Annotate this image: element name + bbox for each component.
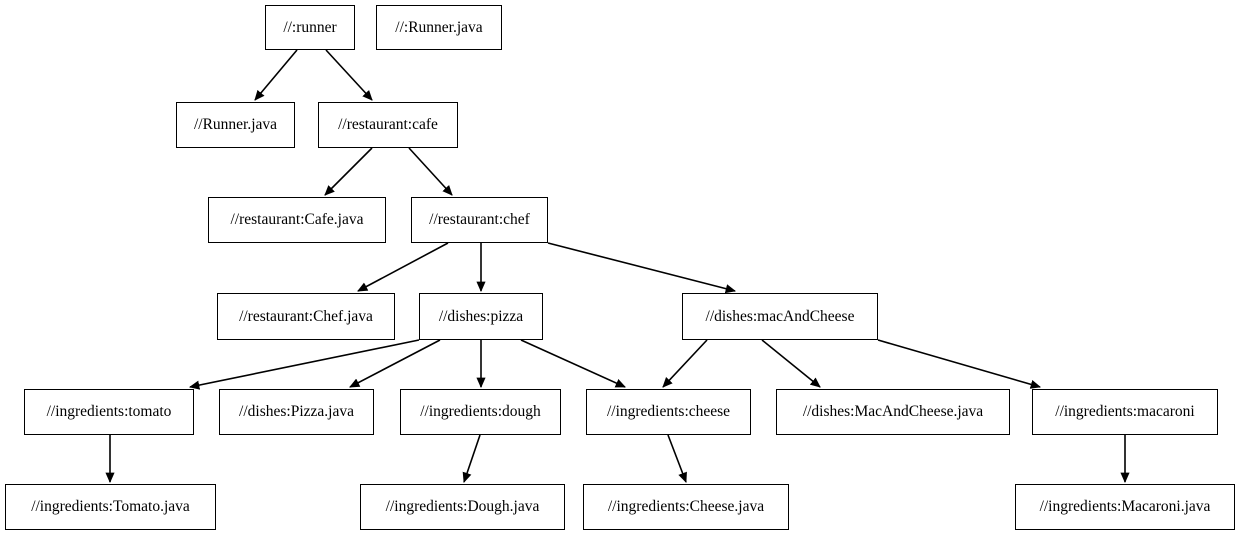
graph-node-label: //dishes:pizza [438, 307, 524, 325]
graph-node-label: //Runner.java [193, 116, 278, 134]
graph-node-cheese_java[interactable]: //ingredients:Cheese.java [583, 484, 789, 530]
graph-edge-runner-to-runner_java [254, 49, 298, 101]
graph-node-root_runner_java[interactable]: //:Runner.java [376, 5, 502, 50]
graph-edge-restaurant_chef-to-chef_java [357, 242, 449, 292]
graph-edge-dishes_mac-to-ing_macaroni [877, 339, 1041, 389]
graph-node-label: //restaurant:chef [429, 211, 530, 229]
graph-node-dishes_mac[interactable]: //dishes:macAndCheese [682, 293, 878, 340]
graph-node-mac_java[interactable]: //dishes:MacAndCheese.java [776, 389, 1010, 435]
graph-edge-restaurant_chef-to-dishes_mac [547, 242, 737, 294]
graph-node-tomato_java[interactable]: //ingredients:Tomato.java [5, 484, 216, 530]
graph-node-ing_dough[interactable]: //ingredients:dough [400, 389, 561, 435]
graph-node-label: //ingredients:Cheese.java [607, 498, 765, 516]
graph-edge-dishes_pizza-to-ing_tomato [188, 339, 420, 390]
graph-edge-dishes_pizza-to-pizza_java [349, 339, 441, 388]
graph-node-label: //ingredients:cheese [606, 403, 731, 421]
graph-node-label: //dishes:macAndCheese [705, 307, 855, 325]
graph-node-label: //ingredients:Tomato.java [31, 498, 190, 516]
graph-node-macaroni_java[interactable]: //ingredients:Macaroni.java [1015, 484, 1235, 530]
graph-node-ing_tomato[interactable]: //ingredients:tomato [24, 389, 194, 435]
graph-node-label: //ingredients:tomato [46, 403, 172, 421]
graph-node-runner_java[interactable]: //Runner.java [176, 102, 295, 148]
graph-node-label: //ingredients:Macaroni.java [1039, 498, 1211, 516]
graph-node-label: //restaurant:Cafe.java [230, 211, 364, 229]
graph-node-ing_macaroni[interactable]: //ingredients:macaroni [1032, 389, 1218, 435]
graph-edge-dishes_pizza-to-ing_cheese [520, 339, 626, 388]
graph-edge-dishes_mac-to-mac_java [761, 339, 821, 388]
graph-node-label: //:runner [283, 18, 337, 36]
graph-edge-restaurant_cafe-to-cafe_java [324, 147, 373, 196]
graph-node-dough_java[interactable]: //ingredients:Dough.java [360, 484, 565, 530]
graph-node-runner[interactable]: //:runner [265, 5, 355, 50]
graph-node-label: //ingredients:dough [420, 403, 541, 421]
graph-node-label: //dishes:MacAndCheese.java [802, 403, 984, 421]
graph-edge-dishes_mac-to-ing_cheese [662, 339, 708, 388]
graph-node-label: //ingredients:macaroni [1055, 403, 1195, 421]
graph-edge-runner-to-restaurant_cafe [325, 49, 373, 101]
graph-node-label: //restaurant:cafe [338, 116, 438, 134]
graph-node-restaurant_chef[interactable]: //restaurant:chef [411, 197, 548, 243]
graph-node-label: //restaurant:Chef.java [239, 307, 373, 325]
graph-node-ing_cheese[interactable]: //ingredients:cheese [586, 389, 751, 435]
graph-node-cafe_java[interactable]: //restaurant:Cafe.java [208, 197, 386, 243]
graph-node-label: //ingredients:Dough.java [385, 498, 540, 516]
graph-edge-restaurant_cafe-to-restaurant_chef [408, 147, 453, 196]
graph-edge-ing_cheese-to-cheese_java [667, 434, 687, 483]
graph-node-label: //:Runner.java [395, 18, 483, 36]
graph-node-pizza_java[interactable]: //dishes:Pizza.java [219, 389, 374, 435]
graph-node-restaurant_cafe[interactable]: //restaurant:cafe [318, 102, 458, 148]
graph-node-label: //dishes:Pizza.java [239, 403, 354, 421]
graph-edge-ing_dough-to-dough_java [462, 434, 481, 483]
graph-node-chef_java[interactable]: //restaurant:Chef.java [217, 293, 395, 340]
graph-node-dishes_pizza[interactable]: //dishes:pizza [419, 293, 543, 340]
